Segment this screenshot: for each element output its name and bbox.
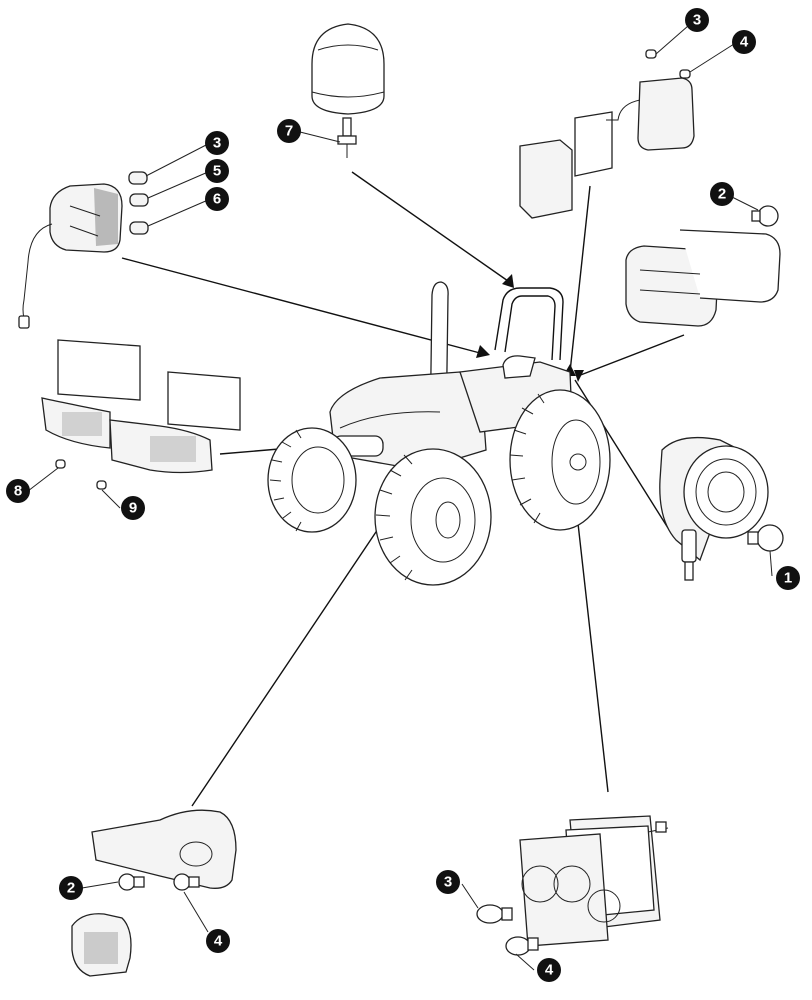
tractor-icon [267, 281, 611, 586]
bulb-icon [55, 459, 107, 490]
callout-left-lamp-3[interactable]: 3 [205, 131, 229, 155]
svg-text:5: 5 [213, 163, 221, 180]
svg-text:2: 2 [67, 880, 75, 897]
bulb-icon [118, 873, 200, 891]
callout-work-light-1[interactable]: 1 [776, 566, 800, 590]
callout-bottom-left-2[interactable]: 2 [59, 876, 83, 900]
svg-text:9: 9 [129, 500, 137, 517]
front-tyre [267, 427, 357, 533]
left-rear-lamp [18, 171, 149, 329]
callout-bottom-right-3[interactable]: 3 [436, 870, 460, 894]
svg-text:1: 1 [784, 570, 792, 587]
svg-text:8: 8 [14, 483, 22, 500]
svg-text:7: 7 [285, 123, 293, 140]
rotating-beacon-icon [311, 23, 385, 158]
svg-text:4: 4 [740, 34, 749, 51]
callout-bottom-right-4[interactable]: 4 [537, 958, 561, 982]
callout-bottom-left-4[interactable]: 4 [206, 929, 230, 953]
rear-tyre-left [374, 448, 492, 586]
svg-text:3: 3 [693, 12, 701, 29]
callout-top-right-4[interactable]: 4 [732, 30, 756, 54]
rear-tyre-right [509, 389, 611, 531]
bulb-icon [476, 904, 539, 956]
bulb-icon [645, 49, 691, 79]
bottom-right-lamp [476, 815, 669, 956]
callout-grille-9[interactable]: 9 [121, 496, 145, 520]
bulb-icon [128, 171, 149, 235]
callout-left-lamp-5[interactable]: 5 [205, 159, 229, 183]
callout-left-lamp-6[interactable]: 6 [205, 187, 229, 211]
bulb-icon [747, 524, 784, 552]
right-tail-lamp [625, 205, 781, 327]
callout-connectors [27, 25, 773, 971]
svg-text:2: 2 [718, 186, 726, 203]
callout-tail-lamp-2[interactable]: 2 [710, 182, 734, 206]
work-light-icon [659, 436, 784, 581]
svg-text:4: 4 [214, 933, 223, 950]
top-right-lamp [519, 49, 695, 219]
svg-text:3: 3 [213, 135, 221, 152]
callout-badges: 3 4 2 1 3 5 6 7 8 9 2 4 3 4 [6, 8, 800, 982]
svg-text:3: 3 [444, 874, 452, 891]
callout-beacon-7[interactable]: 7 [277, 119, 301, 143]
svg-text:4: 4 [545, 962, 554, 979]
bottom-left-lamp [71, 809, 237, 977]
bulb-icon [751, 205, 779, 227]
callout-grille-8[interactable]: 8 [6, 479, 30, 503]
svg-text:6: 6 [213, 191, 221, 208]
front-grille-lights [41, 339, 241, 490]
callout-top-right-3[interactable]: 3 [685, 8, 709, 32]
